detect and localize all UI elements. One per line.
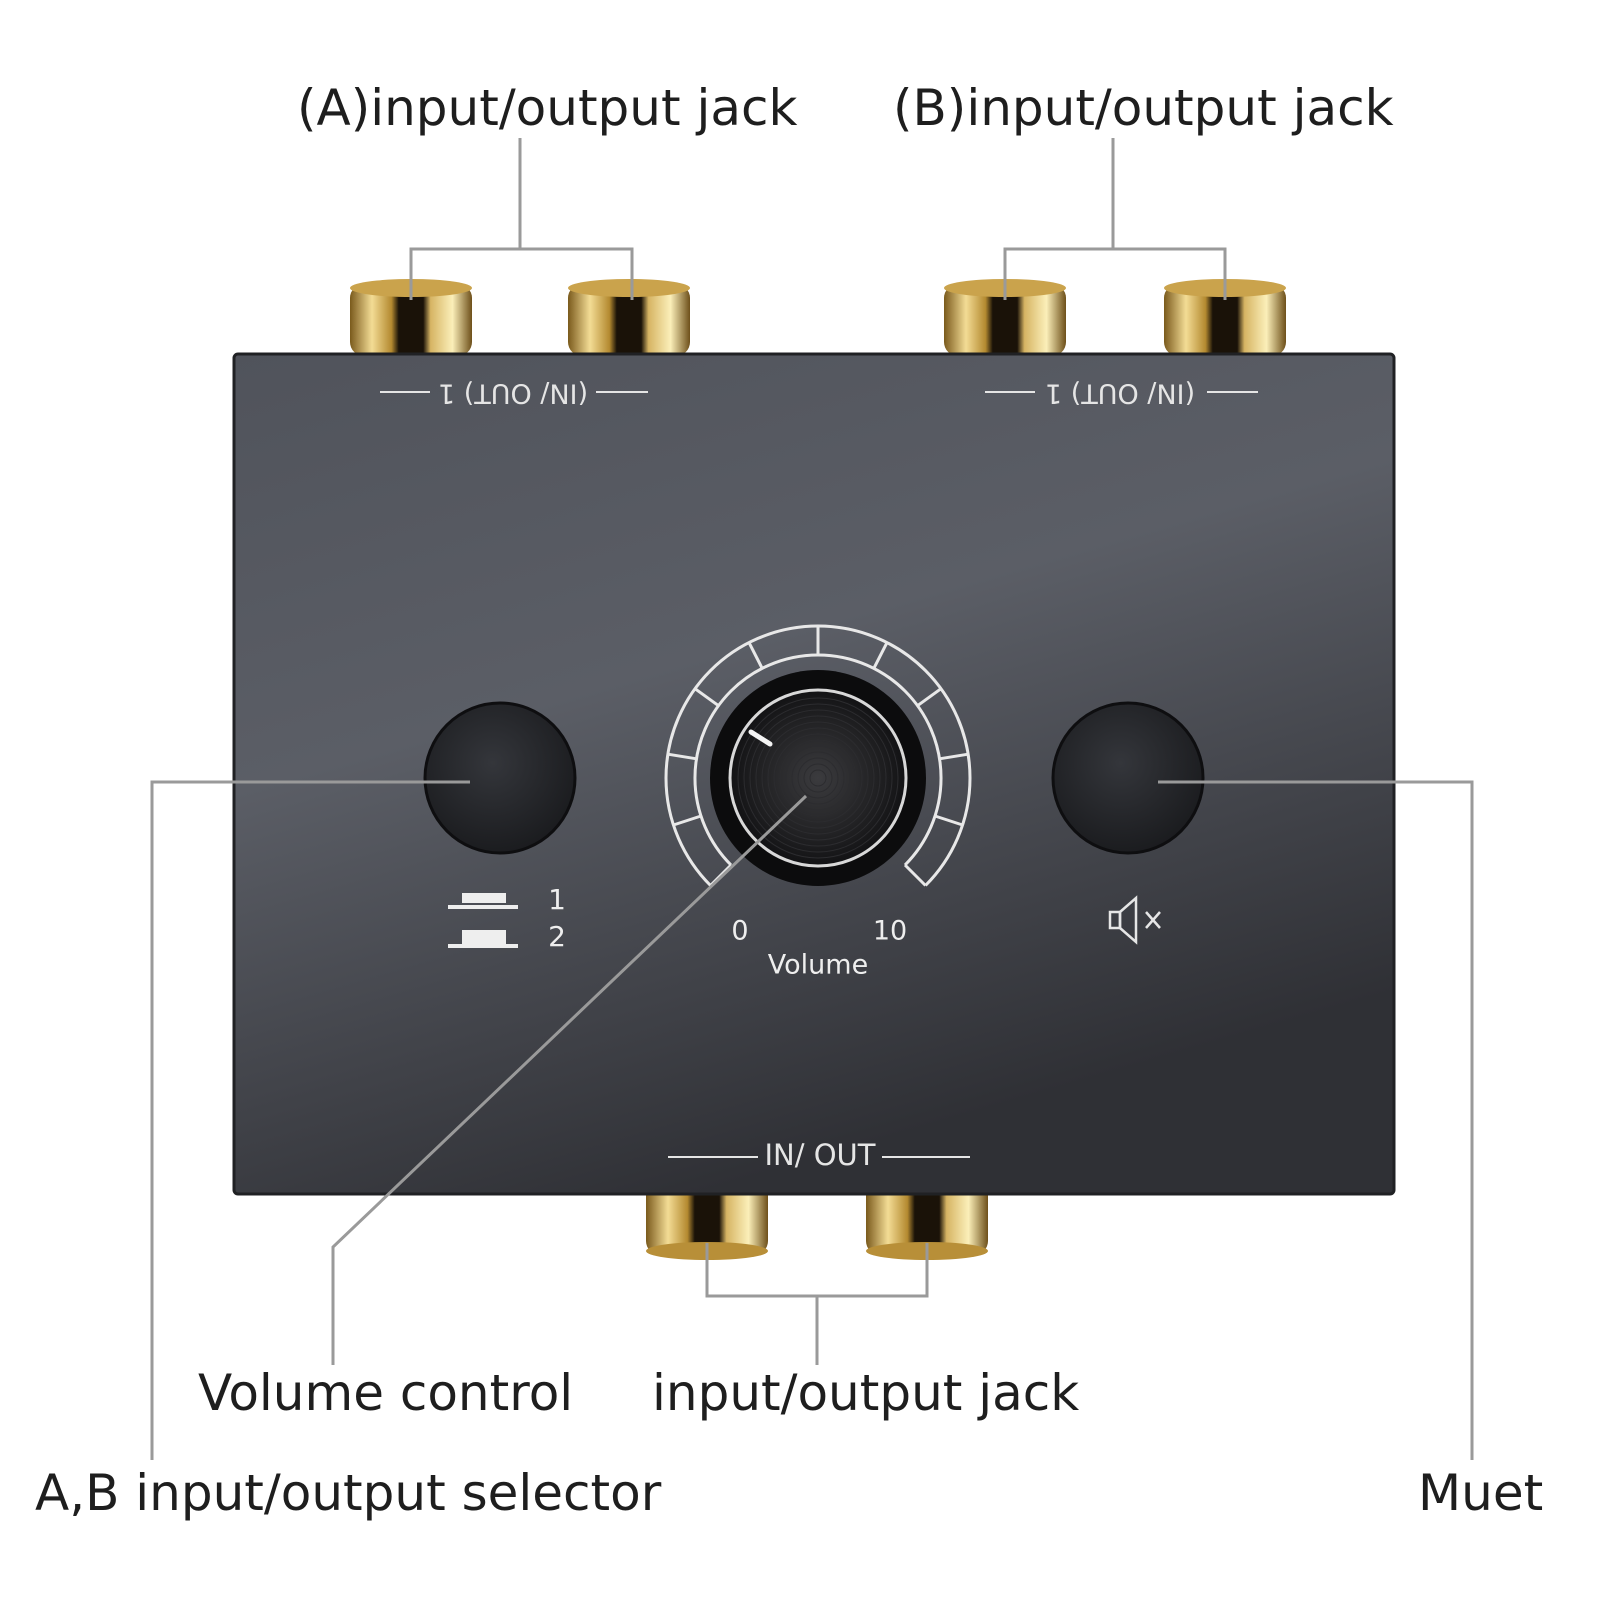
leader-b-jack xyxy=(1003,138,1115,300)
callout-selector: A,B input/output selector xyxy=(35,1464,662,1522)
knob-texture-ring xyxy=(767,727,869,829)
jack-a2 xyxy=(568,279,690,356)
volume-scale-tick xyxy=(667,752,697,761)
knob-texture-ring xyxy=(809,769,827,787)
volume-scale xyxy=(664,624,972,887)
volume-scale-tick xyxy=(672,814,702,827)
volume-label: Volume xyxy=(768,950,868,981)
top-label-right-group: (IN/ OUT) 1 xyxy=(985,378,1258,409)
knob-texture-ring xyxy=(791,751,845,805)
knob-texture-ring xyxy=(773,733,863,823)
volume-scale-tick xyxy=(934,814,964,827)
callout-a-jack: (A)input/output jack xyxy=(297,79,798,137)
knob-texture-ring xyxy=(743,703,893,853)
top-label-right: (IN/ OUT) 1 xyxy=(1045,378,1195,409)
volume-min: 0 xyxy=(731,916,748,947)
selector-button[interactable] xyxy=(423,701,577,855)
leader-volume xyxy=(331,794,808,1365)
knob-texture-ring xyxy=(797,757,839,799)
knob-texture-ring xyxy=(737,697,899,859)
volume-scale-tick xyxy=(939,752,969,761)
speaker-mute-icon xyxy=(1108,895,1161,945)
volume-scale-tick xyxy=(903,863,927,887)
volume-scale-tick xyxy=(694,687,720,707)
knob-texture-ring xyxy=(785,745,851,811)
volume-max: 10 xyxy=(873,916,907,947)
callout-bottom-jack: input/output jack xyxy=(652,1364,1080,1422)
leader-b-jack-right xyxy=(1113,247,1227,300)
leader-mute xyxy=(1158,780,1474,1460)
selector-pos-1: 1 xyxy=(548,883,566,916)
volume-scale-tick xyxy=(747,641,764,670)
leader-selector xyxy=(150,780,470,1460)
top-label-left-group: (IN/ OUT) 1 xyxy=(380,378,648,409)
knob-texture-ring xyxy=(803,763,833,793)
push-button-position-icon xyxy=(448,893,518,948)
knob-texture-ring xyxy=(749,709,887,847)
top-label-left: (IN/ OUT) 1 xyxy=(438,378,588,409)
knob-texture-ring xyxy=(761,721,875,835)
leader-a-jack-right xyxy=(520,247,634,300)
bottom-label-group: IN/ OUT xyxy=(668,1138,970,1172)
knob-indicator xyxy=(748,729,773,747)
bottom-label: IN/ OUT xyxy=(764,1138,875,1172)
knob-texture-ring xyxy=(755,715,881,841)
callout-mute: Muet xyxy=(1418,1464,1544,1522)
mute-button[interactable] xyxy=(1051,701,1205,855)
volume-scale-tick xyxy=(916,687,942,707)
knob-texture xyxy=(737,697,899,859)
selector-pos-2: 2 xyxy=(548,920,566,953)
knob-texture-ring xyxy=(779,739,857,817)
volume-scale-tick xyxy=(872,641,889,670)
leader-a-jack xyxy=(409,138,522,300)
leader-lines xyxy=(150,138,1474,1460)
callout-volume-control: Volume control xyxy=(198,1364,574,1422)
callout-b-jack: (B)input/output jack xyxy=(893,79,1394,137)
